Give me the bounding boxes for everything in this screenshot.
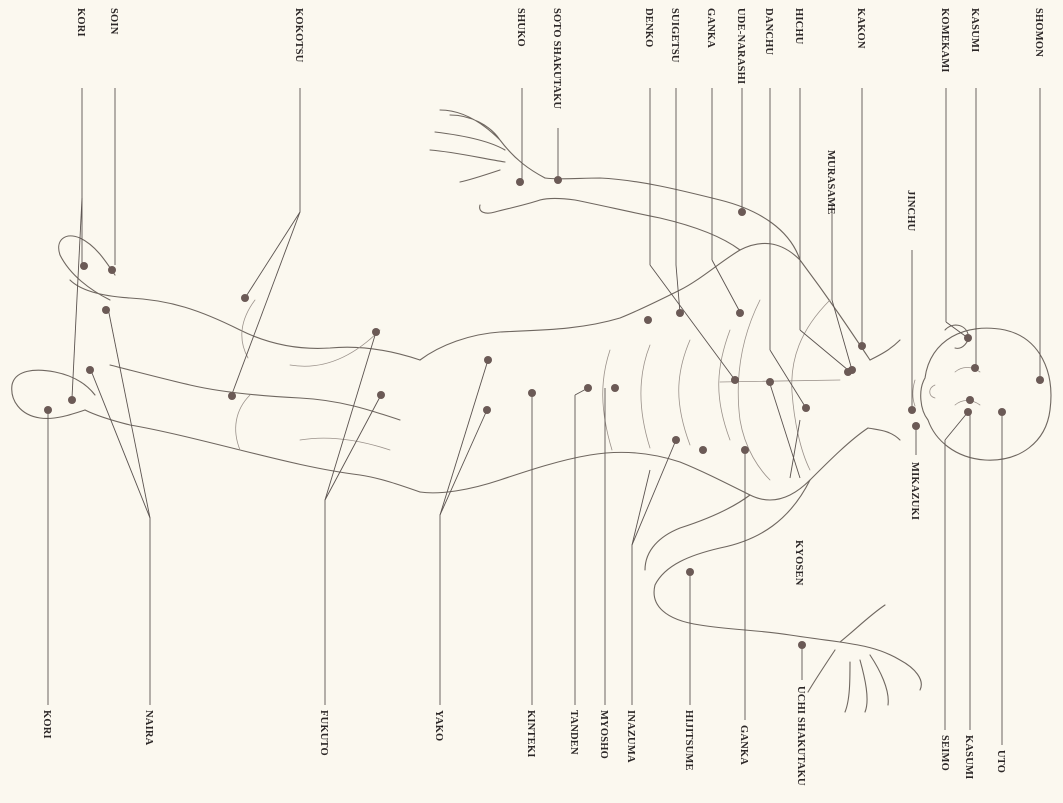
label-soto-shakutaku: SOTO SHAKUTAKU <box>551 8 562 110</box>
label-ude-narashi: UDE-NARASHI <box>735 8 746 84</box>
label-uchi-shakutaku: UCHI SHAKUTAKU <box>795 686 806 786</box>
leader-lines <box>48 88 1040 745</box>
label-soin: SOIN <box>108 8 119 35</box>
point-soto-shakutaku <box>554 176 562 184</box>
label-kyosen: KYOSEN <box>793 540 804 586</box>
label-mikazuki: MIKAZUKI <box>909 462 920 520</box>
point-uchi-shakutaku <box>798 641 806 649</box>
label-shuko: SHUKO <box>515 8 526 47</box>
head-outline <box>921 328 1051 460</box>
label-ganka-top: GANKA <box>705 8 716 48</box>
thigh-muscle-2 <box>300 438 390 450</box>
point-tanden <box>584 384 592 392</box>
point-shuko <box>516 178 524 186</box>
pressure-points <box>44 176 1044 649</box>
labels: SHOMON KASUMI KOMEKAMI KAKON HICHU DANCH… <box>41 8 1044 786</box>
label-murasame: MURASAME <box>825 150 836 215</box>
right-foot-outline <box>12 370 95 418</box>
point-uto <box>998 408 1006 416</box>
point-denko-2 <box>644 316 652 324</box>
point-kinteki <box>528 389 536 397</box>
point-ganka-bottom <box>741 446 749 454</box>
point-fukuto-2 <box>377 391 385 399</box>
label-hichu: HICHU <box>793 8 804 45</box>
abs-line-3 <box>641 345 650 448</box>
point-shomon <box>1036 376 1044 384</box>
point-inazuma-2 <box>699 446 707 454</box>
label-yako: YAKO <box>433 710 444 741</box>
label-shomon: SHOMON <box>1033 8 1044 57</box>
torso-outline <box>420 243 870 500</box>
point-seimo <box>964 408 972 416</box>
point-naira-2 <box>86 366 94 374</box>
point-yako-2 <box>483 406 491 414</box>
point-hijitsume <box>686 568 694 576</box>
point-myosho <box>611 384 619 392</box>
label-danchu: DANCHU <box>763 8 774 55</box>
point-komekami <box>964 334 972 342</box>
label-kori-top: KORI <box>75 8 86 37</box>
mouth <box>913 380 915 406</box>
point-kori-bottom <box>44 406 52 414</box>
label-fukuto: FUKUTO <box>318 710 329 756</box>
hip-outline <box>70 280 420 492</box>
label-kasumi-bottom: KASUMI <box>963 735 974 779</box>
point-kokotsu-1 <box>241 294 249 302</box>
label-kokotsu: KOKOTSU <box>293 8 304 63</box>
label-tanden: TANDEN <box>568 710 579 755</box>
label-kasumi-top: KASUMI <box>969 8 980 52</box>
right-arm-outline <box>645 480 840 642</box>
knee-line-2 <box>236 395 250 450</box>
point-naira-1 <box>102 306 110 314</box>
label-inazuma: INAZUMA <box>625 710 636 763</box>
point-kasumi-bottom <box>966 396 974 404</box>
point-ganka-top <box>736 309 744 317</box>
label-kori-bottom: KORI <box>41 710 52 739</box>
point-kasumi-top <box>971 364 979 372</box>
point-jinchu <box>908 406 916 414</box>
label-jinchu: JINCHU <box>905 190 916 232</box>
abs-line-1 <box>719 330 730 440</box>
point-soin <box>108 266 116 274</box>
label-myosho: MYOSHO <box>598 710 609 759</box>
label-kinteki: KINTEKI <box>525 710 536 758</box>
point-kakon <box>858 342 866 350</box>
point-fukuto-1 <box>372 328 380 336</box>
right-hand-outline <box>808 605 921 712</box>
chest-line <box>792 300 830 470</box>
left-hand-outline <box>430 110 545 213</box>
label-komekami: KOMEKAMI <box>939 8 950 73</box>
label-naira: NAIRA <box>143 710 154 746</box>
label-ganka-bottom: GANKA <box>738 725 749 765</box>
neck-outline <box>868 340 900 440</box>
abs-line-4 <box>603 350 612 450</box>
point-kokotsu-2 <box>228 392 236 400</box>
point-mikazuki <box>912 422 920 430</box>
label-kakon: KAKON <box>855 8 866 49</box>
left-arm-outline <box>540 178 800 260</box>
label-hijitsume: HIJITSUME <box>683 710 694 771</box>
nose <box>930 385 935 398</box>
abs-line-2 <box>679 340 690 445</box>
point-kyosen <box>766 378 774 386</box>
label-suigetsu: SUIGETSU <box>669 8 680 63</box>
label-uto: UTO <box>995 750 1006 773</box>
point-danchu <box>802 404 810 412</box>
label-denko: DENKO <box>643 8 654 48</box>
body-figure <box>12 110 1051 712</box>
point-inazuma-1 <box>672 436 680 444</box>
point-hichu <box>844 368 852 376</box>
point-kori-lower <box>68 396 76 404</box>
inner-leg-outline <box>110 365 400 420</box>
point-yako-1 <box>484 356 492 364</box>
point-suigetsu <box>731 376 739 384</box>
point-kori-top <box>80 262 88 270</box>
point-denko <box>676 309 684 317</box>
label-seimo: SEIMO <box>939 735 950 771</box>
point-ude-narashi <box>738 208 746 216</box>
